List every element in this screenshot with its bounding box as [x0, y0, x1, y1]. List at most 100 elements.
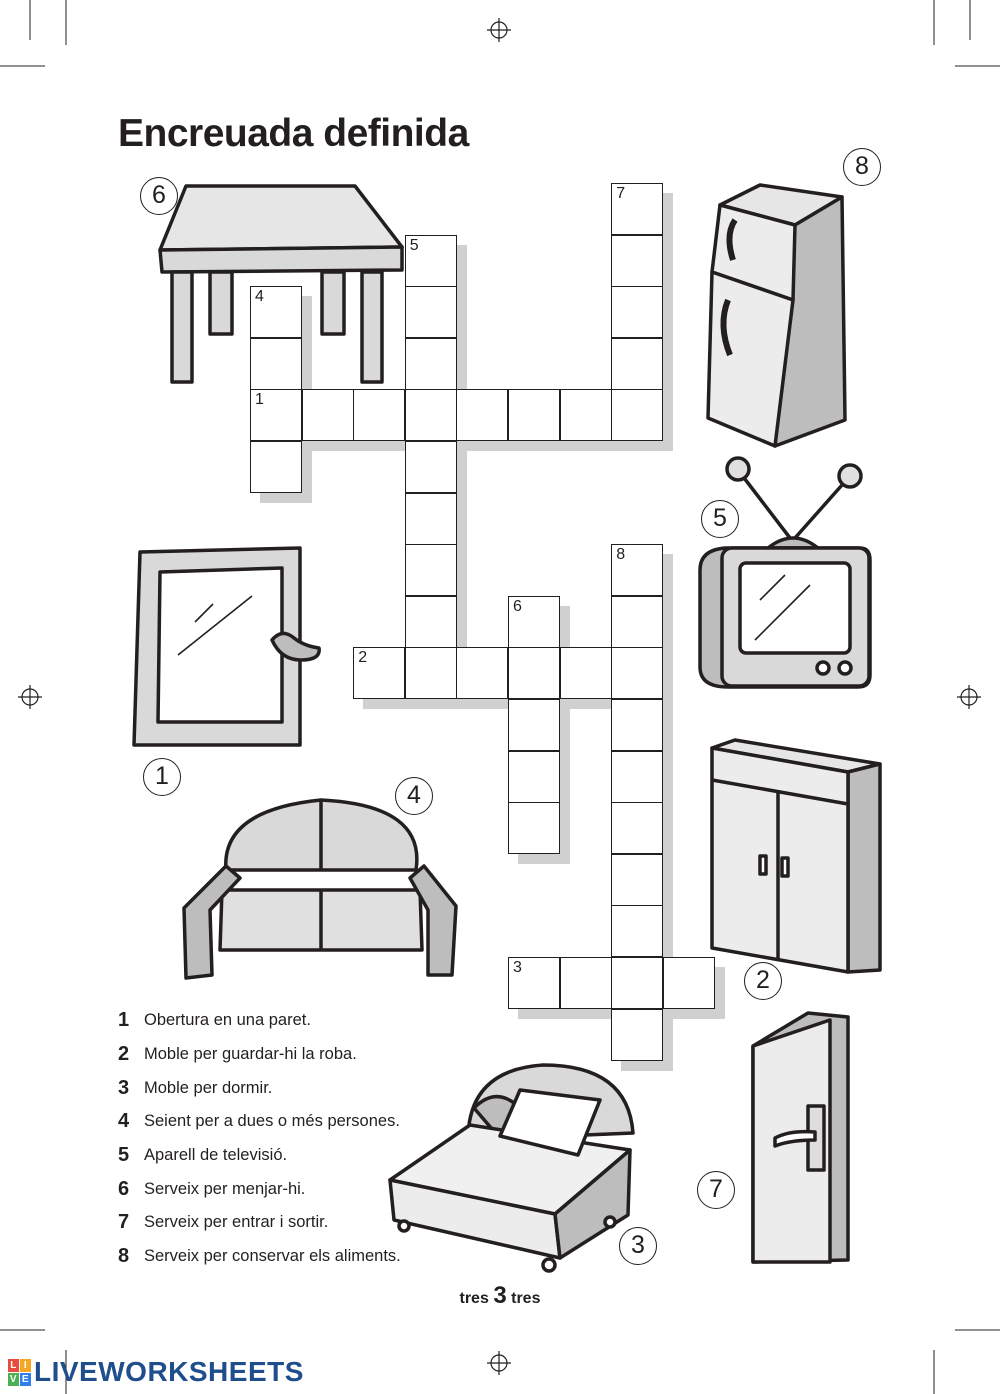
crossword-cell: 6: [508, 595, 560, 648]
crossword-cell-input[interactable]: [560, 958, 611, 1008]
crossword-cell-input[interactable]: [612, 958, 663, 1008]
tv-icon: [698, 456, 872, 689]
crossword-cell-input[interactable]: [612, 184, 663, 234]
crossword-cell: [456, 647, 509, 700]
crossword-cell-input[interactable]: [354, 648, 405, 699]
crossword-cell: [559, 389, 612, 442]
crossword-cell-input[interactable]: [251, 287, 301, 338]
clue-item: 4 Seient per a dues o més persones.: [118, 1105, 401, 1139]
crossword-cell: 2: [353, 647, 406, 700]
page-title: Encreuada definida: [118, 112, 469, 155]
crossword-cell-input[interactable]: [405, 648, 456, 699]
crossword-cell-input[interactable]: [612, 235, 663, 286]
clue-text: Moble per guardar-hi la roba.: [144, 1045, 357, 1064]
crossword-cell: [404, 286, 457, 339]
crossword-cell-input[interactable]: [612, 751, 663, 802]
registration-marks: [18, 18, 981, 1375]
crossword-cell: [404, 389, 457, 442]
crossword-cell-input[interactable]: [612, 700, 663, 750]
crossword-cell: 7: [611, 183, 664, 235]
crossword-cell-input[interactable]: [405, 338, 456, 389]
crossword-cell-input[interactable]: [302, 390, 353, 441]
crossword-cell: [404, 492, 457, 545]
clue-number: 3: [118, 1076, 130, 1099]
crossword-cell-input[interactable]: [612, 596, 663, 647]
page-number-digit: 3: [493, 1282, 507, 1309]
crossword-cell-input[interactable]: [612, 1009, 663, 1060]
crossword-cell-input[interactable]: [612, 338, 663, 389]
sofa-icon: [182, 798, 458, 980]
crossword-cell: [508, 647, 560, 700]
crossword-cell-input[interactable]: [457, 648, 508, 699]
crossword-cell-input[interactable]: [457, 390, 508, 441]
crossword-cell-input[interactable]: [405, 596, 456, 647]
crossword-cell-input[interactable]: [509, 958, 559, 1008]
crossword-cell-input[interactable]: [509, 390, 559, 441]
crossword-cell-input[interactable]: [405, 545, 456, 596]
brand-logo-square: I: [20, 1358, 31, 1372]
clue-text: Serveix per entrar i sortir.: [144, 1213, 329, 1232]
crossword-cell: [508, 802, 560, 855]
clue-number: 4: [118, 1110, 130, 1133]
crossword-cell-input[interactable]: [405, 493, 456, 544]
crossword-cell-input[interactable]: [509, 700, 559, 750]
crossword-cell: [611, 234, 664, 287]
crossword-cell-input[interactable]: [612, 545, 663, 596]
crossword-cell-input[interactable]: [251, 390, 301, 441]
crossword-cell: [250, 441, 302, 493]
crossword-cell: [404, 441, 457, 493]
crossword-cell: [611, 957, 664, 1009]
crossword-cell: [611, 337, 664, 390]
crossword-cell: [611, 286, 664, 339]
crossword-cell: [611, 905, 664, 958]
crossword-cell-input[interactable]: [612, 803, 663, 854]
crossword-cell-input[interactable]: [612, 906, 663, 957]
brand-logo-square: L: [8, 1358, 19, 1372]
clue-number: 6: [118, 1177, 130, 1200]
bed-icon: [388, 1063, 635, 1273]
brand-logo-square: V: [8, 1372, 19, 1386]
clue-item: 6 Serveix per menjar-hi.: [118, 1172, 401, 1206]
crossword-cell-input[interactable]: [251, 338, 301, 389]
crossword-cell: [404, 337, 457, 390]
crossword-cell-input[interactable]: [405, 287, 456, 338]
crossword-cell-input[interactable]: [612, 390, 663, 441]
crossword-cell-input[interactable]: [405, 235, 456, 286]
door-icon: [751, 1011, 850, 1264]
crossword-cell-input[interactable]: [509, 596, 559, 647]
crossword-cell: [559, 647, 612, 700]
crossword-cell-input[interactable]: [354, 390, 405, 441]
crossword-cell-input[interactable]: [612, 648, 663, 699]
brand-text: LIVEWORKSHEETS: [34, 1356, 304, 1387]
crossword-cell-input[interactable]: [251, 442, 301, 492]
clue-text: Serveix per menjar-hi.: [144, 1179, 306, 1198]
crossword-cell: [611, 750, 664, 803]
brand-logo-square: E: [20, 1372, 31, 1386]
picture-number-table: 6: [140, 177, 178, 215]
crossword-cell-input[interactable]: [560, 390, 611, 441]
crossword-cell: 8: [611, 544, 664, 597]
crossword-cell-input[interactable]: [612, 287, 663, 338]
crossword-cell-input[interactable]: [405, 442, 456, 492]
picture-number-fridge: 8: [843, 148, 881, 186]
crossword-cell: [611, 595, 664, 648]
crossword-cell-input[interactable]: [509, 803, 559, 854]
crossword-cell-input[interactable]: [509, 751, 559, 802]
clue-text: Obertura en una paret.: [144, 1011, 311, 1030]
crossword-cell-input[interactable]: [663, 958, 714, 1008]
crossword-cell: [250, 337, 302, 390]
crossword-cell-input[interactable]: [509, 648, 559, 699]
crossword-cell: 5: [404, 234, 457, 287]
crossword-cell-input[interactable]: [405, 390, 456, 441]
crossword-cell-input[interactable]: [560, 648, 611, 699]
crossword-cell: [404, 544, 457, 597]
crossword-cell-input[interactable]: [612, 854, 663, 905]
clue-text: Seient per a dues o més persones.: [144, 1112, 400, 1131]
